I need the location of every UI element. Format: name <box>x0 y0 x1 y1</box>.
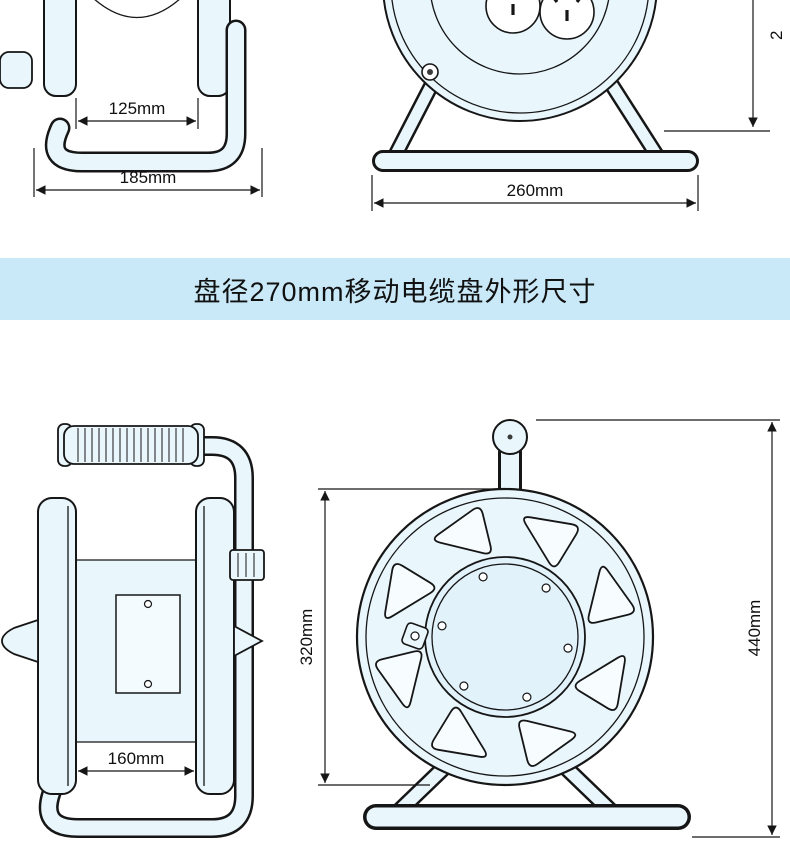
dim-label-260mm: 260mm <box>507 181 564 200</box>
reel-cutout <box>375 650 423 709</box>
dim-drum-width-large: 160mm <box>75 749 197 779</box>
screw-hole <box>563 643 573 653</box>
screw-hole <box>478 572 488 582</box>
face-screw <box>421 63 439 81</box>
front-stand-legs <box>388 74 664 162</box>
reel-cutout <box>523 516 579 568</box>
screw-hole <box>459 681 469 691</box>
dim-label-160mm: 160mm <box>108 749 165 768</box>
dim-label-125mm: 125mm <box>109 99 166 118</box>
top-dimension-diagram: 125mm 185mm <box>0 0 786 211</box>
left-flange <box>43 0 77 97</box>
screw-hole <box>522 692 532 702</box>
reel-cutout <box>431 706 487 758</box>
winding-knob <box>401 622 429 650</box>
reel-cutouts <box>375 507 635 767</box>
side-stand-tube <box>44 19 247 173</box>
power-socket <box>539 0 595 40</box>
small-reel-front-view: 260mm 2 <box>371 0 786 211</box>
reel-cutout <box>587 565 635 624</box>
axle-knob <box>1 618 39 664</box>
drum-face-ring <box>431 563 579 711</box>
screw-hole <box>437 621 447 631</box>
dim-reel-diameter: 320mm <box>297 488 496 786</box>
side-frame-tube <box>38 436 254 838</box>
carry-grip <box>57 423 205 467</box>
reel-cutout <box>433 507 492 555</box>
right-flange <box>195 497 235 795</box>
dim-overall-depth-small: 185mm <box>33 148 263 197</box>
axle-knob <box>0 51 33 89</box>
reel-rim-ring <box>365 497 645 777</box>
reel-cutout <box>518 719 577 767</box>
dim-label-320mm: 320mm <box>297 609 316 666</box>
left-flange <box>37 497 77 795</box>
large-reel-side-view: 160mm <box>1 423 265 838</box>
crank-edge <box>233 624 264 658</box>
small-reel-side-view: 125mm 185mm <box>0 0 263 197</box>
banner-text: 盘径270mm移动电缆盘外形尺寸 <box>193 276 597 307</box>
reel-cutout <box>574 655 626 711</box>
reel-inner-ring <box>430 0 610 75</box>
dim-label-185mm: 185mm <box>120 168 177 187</box>
reel-cutout <box>384 563 436 619</box>
cable-arc <box>94 0 180 19</box>
bottom-dimension-diagram: 160mm <box>1 419 780 838</box>
dim-drum-width-small: 125mm <box>75 98 199 129</box>
dim-base-width: 260mm <box>371 175 699 211</box>
dim-label-height-partial: 2 <box>767 31 786 40</box>
cable-connector <box>229 549 265 581</box>
screw-hole <box>541 583 551 593</box>
dim-overall-height: 440mm <box>536 419 780 838</box>
drum-face <box>424 556 586 718</box>
reel-face <box>382 0 658 122</box>
grip-ribs <box>77 428 184 462</box>
reel-rim-ring <box>391 0 649 114</box>
screw-holes <box>437 572 573 702</box>
drum-label-plate <box>115 594 181 694</box>
dim-label-440mm: 440mm <box>745 600 764 657</box>
title-banner: 盘径270mm移动电缆盘外形尺寸 <box>0 258 790 320</box>
large-reel-front-view: 320mm 440mm <box>297 419 780 838</box>
right-flange <box>197 0 231 97</box>
dim-height-cropped: 2 <box>664 0 786 132</box>
